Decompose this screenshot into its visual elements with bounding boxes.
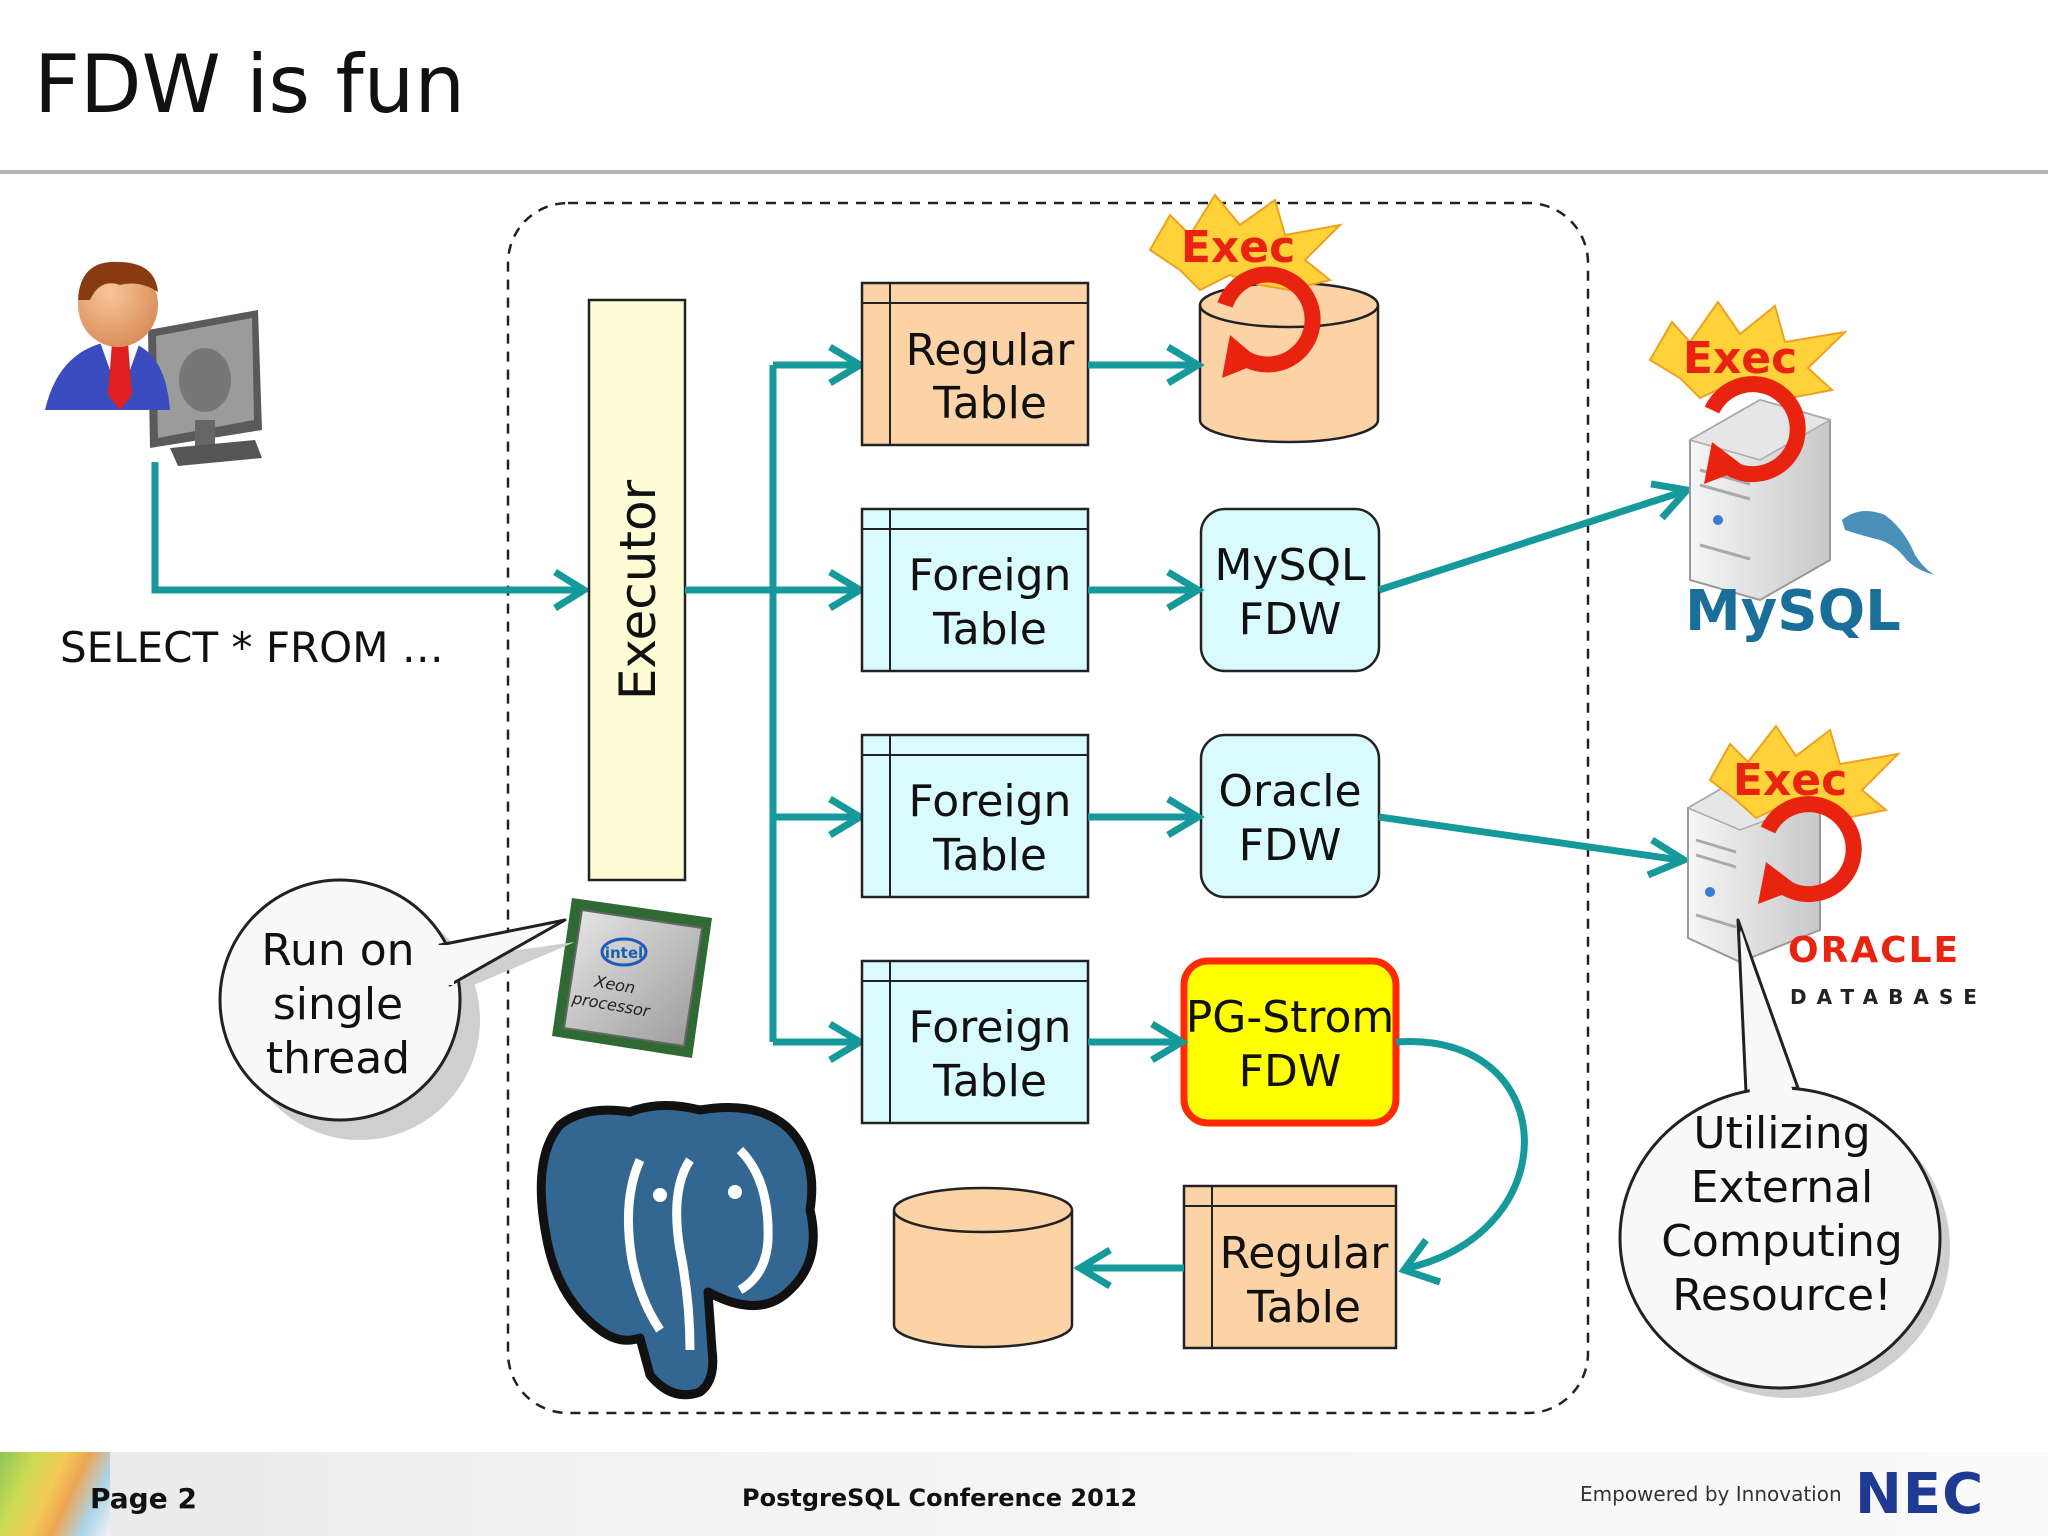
foreign-table-1-line2: Table	[932, 604, 1047, 655]
mysql-logo-text: MySQL	[1685, 579, 1901, 644]
exec-burst-oracle: Exec	[1708, 724, 1901, 904]
nec-logo: NEC	[1855, 1462, 1985, 1527]
executor-fanout-arrows	[685, 343, 867, 1064]
exec-label-mysql: Exec	[1683, 333, 1797, 384]
regular-table-bottom-line1: Regular	[1220, 1228, 1390, 1279]
mysql-fdw-line2: FDW	[1239, 594, 1342, 645]
mysql-fdw-line1: MySQL	[1214, 540, 1366, 591]
pgstrom-fdw-line2: FDW	[1239, 1046, 1342, 1097]
mysql-logo: MySQL	[1685, 511, 1935, 644]
callout-external-computing: Utilizing External Computing Resource!	[1618, 918, 1950, 1398]
callout-single-thread-line1: Run on	[261, 925, 414, 976]
query-text: SELECT * FROM …	[60, 623, 444, 672]
storage-cylinder-top	[1198, 281, 1380, 444]
foreign-table-3-line1: Foreign	[909, 1002, 1072, 1053]
company-tagline: Empowered by Innovation	[1580, 1482, 1842, 1506]
regular-table-top-line2: Table	[932, 378, 1047, 429]
xeon-processor-icon: intel Xeon processor	[552, 898, 712, 1058]
postgresql-boundary	[506, 201, 1590, 1415]
executor-label: Executor	[609, 479, 667, 700]
oracle-fdw-line1: Oracle	[1218, 766, 1361, 817]
exec-burst-mysql: Exec	[1648, 300, 1848, 484]
callout-single-thread-line3: thread	[266, 1033, 410, 1084]
page-title: FDW is fun	[34, 38, 466, 131]
exec-label-storage: Exec	[1181, 222, 1295, 273]
pgstrom-fdw-line1: PG-Strom	[1186, 992, 1395, 1043]
callout-single-thread: Run on single thread	[218, 878, 575, 1140]
footer-bar	[0, 1452, 2048, 1536]
regular-table-top-line1: Regular	[906, 325, 1076, 376]
cpu-brand: intel	[605, 944, 643, 962]
table-to-fdw-arrows	[1073, 343, 1694, 1290]
foreign-table-1: Foreign Table	[860, 507, 1090, 673]
foreign-table-2-line2: Table	[932, 830, 1047, 881]
callout-external-line1: Utilizing	[1693, 1108, 1870, 1159]
regular-table-bottom-line2: Table	[1246, 1282, 1361, 1333]
query-arrow-head	[553, 569, 591, 611]
pgstrom-fdw-box: PG-Strom FDW	[1180, 957, 1400, 1127]
foreign-table-3: Foreign Table	[860, 959, 1090, 1125]
regular-table-top: Regular Table	[860, 281, 1090, 447]
exec-label-oracle: Exec	[1733, 755, 1847, 806]
callout-external-line2: External	[1691, 1162, 1874, 1213]
foreign-table-2-line1: Foreign	[909, 776, 1072, 827]
oracle-database-text: DATABASE	[1790, 985, 1987, 1009]
foreign-table-2: Foreign Table	[860, 733, 1090, 899]
exec-burst-storage: Exec	[1148, 193, 1343, 378]
oracle-logo-text: ORACLE	[1788, 930, 1960, 971]
page-number: Page 2	[90, 1482, 197, 1515]
callout-external-line3: Computing	[1661, 1216, 1903, 1267]
user-at-computer-icon	[45, 261, 262, 466]
mysql-server-icon	[1688, 398, 1832, 602]
regular-table-bottom: Regular Table	[1182, 1184, 1398, 1350]
callout-single-thread-line2: single	[273, 979, 403, 1030]
mysql-fdw-box: MySQL FDW	[1199, 507, 1381, 673]
title-divider	[0, 170, 2048, 174]
footer-decoration	[0, 1452, 110, 1536]
oracle-fdw-line2: FDW	[1239, 820, 1342, 871]
foreign-table-1-line1: Foreign	[909, 550, 1072, 601]
postgresql-elephant-logo	[536, 1100, 818, 1400]
storage-cylinder-bottom	[892, 1186, 1074, 1349]
callout-external-line4: Resource!	[1672, 1270, 1891, 1321]
executor-box	[587, 298, 687, 882]
foreign-table-3-line2: Table	[932, 1056, 1047, 1107]
query-arrow	[151, 462, 578, 594]
conference-name: PostgreSQL Conference 2012	[742, 1484, 1138, 1512]
oracle-fdw-box: Oracle FDW	[1199, 733, 1381, 899]
